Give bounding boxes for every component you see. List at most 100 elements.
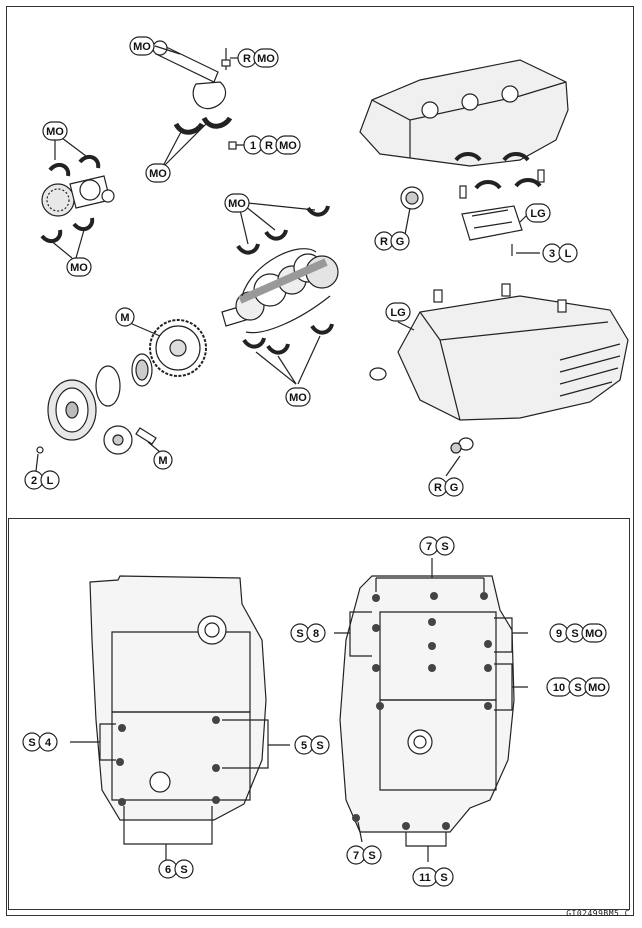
callout-bubble [306,623,326,643]
callout-bubble [525,203,551,223]
callout-text: 11 [419,872,431,884]
callout-bubble [581,623,607,643]
callout-text: S [368,850,375,862]
leader-line [519,215,527,223]
callout-text: 9 [556,628,562,640]
leader-line [75,229,85,259]
callout-m-gear: M [115,307,135,327]
crankcase-bottom-view-left [89,575,267,821]
callout-bubble [435,536,455,556]
leader-line [397,321,415,331]
bolt-circles-right [352,592,492,830]
callout-text: S [571,628,578,640]
callout-mo-crank-bottom: MO [285,387,311,407]
callout-bubble [584,677,610,697]
callout-text: LG [530,208,545,220]
callout-mo-crank-top: MO [224,193,250,213]
callout-text: L [47,475,54,487]
leader-line [255,351,297,385]
callout-mo-conrod-insert: MO [145,163,171,183]
callout-bubble [390,231,410,251]
leader-line [129,322,161,337]
leader-line [161,121,209,169]
callout-text: R [380,236,388,248]
callout-text: 5 [301,740,307,752]
callout-text: S [316,740,323,752]
callout-bubble [385,302,411,322]
leader-line [239,209,249,245]
callout-text: S [296,628,303,640]
callout-mo-balancer-bot: MO [66,257,92,277]
callout-text: S [440,872,447,884]
callout-text: G [396,236,405,248]
callout-text: S [180,864,187,876]
upper-crankcase [359,59,569,256]
callout-11-s: 11 S [412,867,454,887]
starter-gear-assembly [36,319,207,455]
leader-line [297,335,321,385]
balancer-shaft [40,154,115,244]
callout-text: 1 [250,140,256,152]
callout-bubble [40,470,60,490]
callout-bubble [444,477,464,497]
bolt-brackets-right [334,558,528,862]
crankcase-bolt-section [8,518,630,910]
callout-text: R [243,53,251,65]
callout-text: MO [585,628,603,640]
callout-bubble [129,36,155,56]
callout-r-mo-conrod-bolt: R MO [237,48,279,68]
callout-text: MO [289,392,307,404]
outer-frame [6,6,634,916]
lower-crankcase [369,283,629,454]
callout-text: 7 [353,850,359,862]
callout-text: M [158,455,167,467]
bolt-brackets-left [70,719,290,862]
callout-bubble [285,387,311,407]
callout-text: MO [149,168,167,180]
callout-bubble [174,859,194,879]
callout-bubble [275,135,301,155]
callout-bubble [558,243,578,263]
leader-line [154,45,181,55]
leader-line [247,202,316,211]
callout-lg-lower: LG [385,302,411,322]
callout-text: R [265,140,273,152]
callout-text: 10 [553,682,565,694]
callout-text: MO [257,53,275,65]
crankshaft [221,205,339,355]
callout-mo-conrod: MO [129,36,155,56]
callout-text: 2 [31,475,37,487]
callout-text: 7 [426,541,432,553]
drawing-code: GI02499BM5 C [566,909,630,918]
callout-bubble [145,163,171,183]
callout-bubble [38,732,58,752]
leader-line [61,137,87,157]
callout-m-pin: M [153,450,173,470]
callout-text: G [450,482,459,494]
bolt-circles-left [116,716,220,806]
callout-bubble [115,307,135,327]
callout-bubble [434,867,454,887]
callout-bubble [66,257,92,277]
callout-bubble [42,121,68,141]
leader-line [35,453,39,472]
leader-line [277,355,297,385]
callout-text: R [434,482,442,494]
callout-text: MO [46,126,64,138]
callout-text: 4 [45,737,52,749]
callout-bubble [153,450,173,470]
leader-line [49,239,73,259]
callout-text: MO [70,262,88,274]
